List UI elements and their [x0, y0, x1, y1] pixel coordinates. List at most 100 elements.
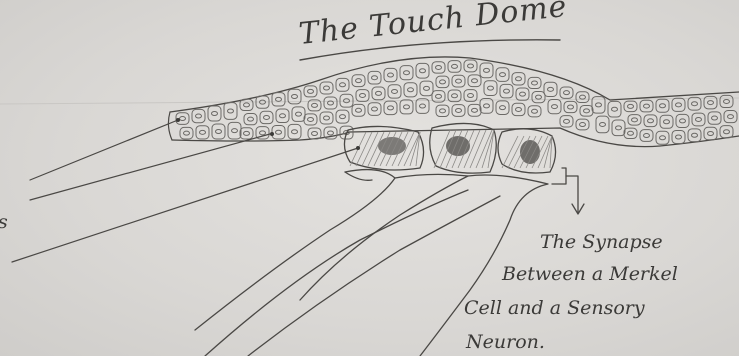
- skin-cell-nucleus: [676, 135, 682, 139]
- skin-cell-nucleus: [276, 130, 282, 134]
- skin-cell-nucleus: [660, 136, 666, 140]
- skin-cell-nucleus: [232, 129, 238, 133]
- skin-cell-nucleus: [628, 104, 634, 108]
- skin-cell-nucleus: [228, 109, 234, 113]
- skin-cell: [320, 82, 333, 94]
- caption-line-4: Neuron.: [465, 331, 545, 353]
- skin-cell-nucleus: [452, 64, 458, 68]
- skin-cell-nucleus: [724, 99, 730, 103]
- skin-cell-nucleus: [292, 95, 298, 99]
- skin-cell-nucleus: [408, 88, 414, 92]
- callout-bracket: [552, 168, 566, 184]
- skin-cell: [336, 78, 349, 91]
- skin-cell-nucleus: [436, 94, 442, 98]
- skin-cell-nucleus: [276, 97, 282, 101]
- skin-cell-nucleus: [708, 131, 714, 135]
- skin-cell-nucleus: [184, 131, 190, 135]
- skin-cell-nucleus: [632, 118, 638, 122]
- skin-cell: [640, 100, 653, 112]
- skin-cell-nucleus: [440, 80, 446, 84]
- skin-cell: [720, 126, 733, 138]
- synapse-callout: [552, 168, 584, 214]
- skin-cell-nucleus: [296, 112, 302, 116]
- skin-cell-nucleus: [312, 131, 318, 135]
- skin-cell: [448, 61, 461, 73]
- skin-cell: [608, 101, 621, 117]
- skin-cell: [436, 105, 449, 116]
- skin-cell: [692, 113, 705, 126]
- skin-cell: [596, 116, 609, 133]
- skin-cell-nucleus: [420, 104, 426, 108]
- skin-cell: [500, 84, 513, 98]
- skin-cell-nucleus: [516, 107, 522, 111]
- skin-cell: [496, 101, 509, 115]
- skin-cell: [336, 110, 349, 123]
- skin-cell-nucleus: [680, 119, 686, 123]
- skin-cell: [196, 126, 209, 139]
- skin-cell: [548, 99, 561, 113]
- skin-cell: [564, 101, 577, 112]
- skin-cell-nucleus: [488, 86, 494, 90]
- skin-cell: [240, 99, 253, 110]
- skin-cell-nucleus: [372, 107, 378, 111]
- skin-cell-nucleus: [580, 123, 586, 127]
- skin-cell: [436, 76, 449, 87]
- skin-cell-nucleus: [596, 103, 602, 107]
- caption-line-1: The Synapse: [540, 231, 663, 253]
- skin-cell: [192, 109, 205, 122]
- skin-cell: [468, 75, 481, 87]
- skin-cell-nucleus: [472, 108, 478, 112]
- skin-cell-nucleus: [244, 103, 250, 107]
- skin-cell-nucleus: [580, 95, 586, 99]
- skin-cell-nucleus: [660, 104, 666, 108]
- skin-cell-nucleus: [392, 89, 398, 93]
- skin-cell-nucleus: [552, 105, 558, 109]
- skin-cell: [480, 63, 493, 78]
- skin-cell: [672, 98, 685, 111]
- skin-cell-nucleus: [280, 114, 286, 118]
- skin-cell: [272, 93, 285, 106]
- skin-cell-nucleus: [436, 65, 442, 69]
- skin-cell-nucleus: [216, 130, 222, 134]
- skin-cell: [260, 111, 273, 123]
- pointer-dot: [176, 118, 180, 122]
- pointer-line: [30, 134, 270, 200]
- skin-cell-nucleus: [200, 130, 206, 134]
- skin-cell-nucleus: [692, 102, 698, 106]
- skin-cell-nucleus: [456, 108, 462, 112]
- skin-cell-nucleus: [484, 104, 490, 108]
- skin-cell-nucleus: [568, 105, 574, 109]
- skin-cell: [288, 124, 301, 139]
- pointer-line: [12, 148, 358, 262]
- skin-cell: [496, 68, 509, 82]
- callout-arrow-line: [566, 176, 578, 212]
- skin-cell-nucleus: [324, 86, 330, 90]
- skin-cell-nucleus: [376, 91, 382, 95]
- epidermis-left-edge: [168, 112, 172, 140]
- caption-line-2: Between a Merkel: [501, 263, 678, 285]
- pointer-dot: [356, 146, 360, 150]
- skin-cell: [516, 88, 529, 100]
- skin-cell: [672, 130, 685, 143]
- skin-cell-nucleus: [404, 71, 410, 75]
- skin-cell: [656, 131, 669, 144]
- skin-cell: [480, 99, 493, 114]
- skin-cell-nucleus: [308, 117, 314, 121]
- skin-cell: [212, 124, 225, 139]
- skin-cell-nucleus: [340, 83, 346, 87]
- neuron-branch-middle: [300, 174, 468, 300]
- skin-cell: [724, 111, 737, 123]
- skin-cell: [356, 90, 369, 102]
- skin-cell-nucleus: [328, 131, 334, 135]
- skin-cell-nucleus: [356, 108, 362, 112]
- skin-cell-nucleus: [324, 116, 330, 120]
- skin-cell: [224, 103, 237, 120]
- pointer-line: [30, 120, 178, 180]
- skin-cell: [688, 97, 701, 110]
- skin-cell-nucleus: [420, 69, 426, 73]
- skin-cell: [720, 95, 733, 107]
- skin-cell-nucleus: [404, 105, 410, 109]
- skin-cell-nucleus: [440, 109, 446, 113]
- skin-cell: [368, 71, 381, 84]
- skin-cell: [528, 106, 541, 117]
